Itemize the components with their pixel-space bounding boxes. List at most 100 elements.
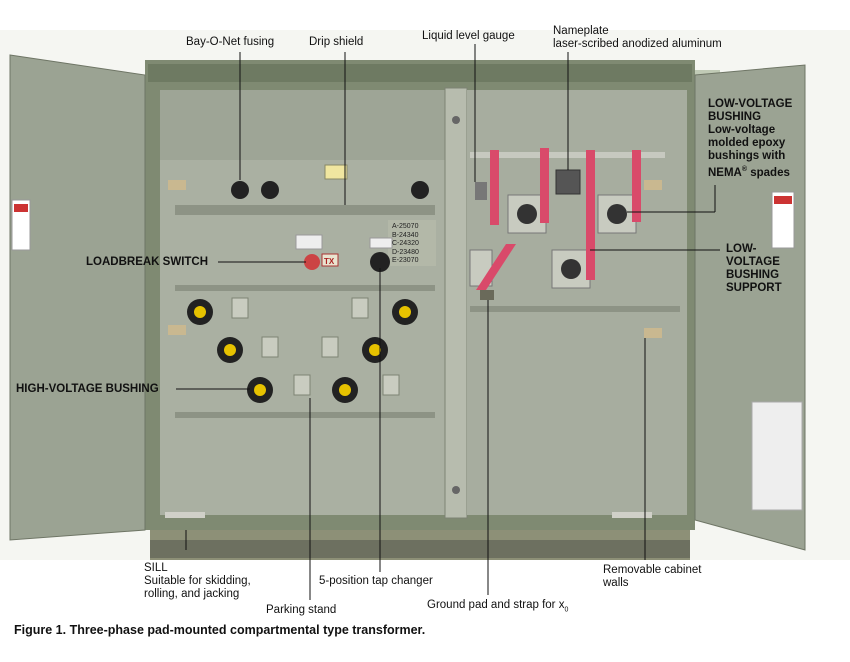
label-sill-3: rolling, and jacking (144, 588, 240, 600)
drip-shield-shelf (175, 205, 435, 215)
lv-bushing-group (469, 194, 637, 289)
label-loadbreak: LOADBREAK SWITCH (86, 256, 209, 268)
liquid-level-gauge (475, 182, 487, 200)
tap-plate (388, 220, 436, 266)
hinge (168, 180, 186, 190)
lv-bushing (607, 204, 627, 224)
hinge (168, 325, 186, 335)
lv-compartment (467, 90, 687, 515)
tx-tag (321, 253, 339, 267)
nema-text: NEMA (708, 166, 742, 179)
hv-bushing-core (339, 384, 351, 396)
hv-bushing-core (224, 344, 236, 356)
label-ground-pad: Ground pad and strap for x0 (427, 599, 568, 616)
label-lv-bushing-desc2: molded epoxy (708, 137, 786, 149)
center-divider (444, 87, 468, 519)
label-lv-bushing-desc3: bushings with (708, 150, 786, 162)
spades-text: spades (747, 166, 790, 179)
label-lv-support-2: VOLTAGE (726, 256, 780, 268)
warning-band (774, 196, 792, 204)
parking-stand (382, 374, 400, 396)
handle (612, 512, 652, 518)
leader-lines (176, 44, 720, 600)
label-nameplate-line1: Nameplate (553, 25, 609, 37)
shelf-1 (175, 285, 435, 291)
figure-caption: Figure 1. Three-phase pad-mounted compar… (14, 623, 426, 637)
warning-label-left (11, 199, 31, 251)
registered-mark: ® (741, 166, 748, 173)
lv-bushing (561, 259, 581, 279)
label-parking-stand: Parking stand (266, 604, 337, 616)
bay-o-net-fuse (261, 181, 279, 199)
bay-o-net-fuse (411, 181, 429, 199)
nameplate (555, 169, 581, 195)
hv-bushing-group (187, 299, 418, 403)
ground-pad (480, 290, 494, 300)
hv-bushing-core (369, 344, 381, 356)
tx-label: TX (324, 257, 335, 266)
warning-label-right (771, 191, 795, 249)
nema-spade (632, 150, 641, 222)
drip-shield-tag (324, 164, 348, 180)
nema-spade (490, 150, 499, 225)
tap-position: D-23480 (392, 248, 419, 256)
parking-stand (231, 297, 249, 319)
loadbreak-switch (304, 254, 320, 270)
tap-position: B-24340 (392, 231, 419, 239)
label-lv-support-1: LOW- (726, 243, 757, 255)
nema-spade-group (476, 148, 641, 290)
label-hv-bushing: HIGH-VOLTAGE BUSHING (16, 383, 159, 395)
bolt (452, 486, 460, 494)
lv-shelf (470, 306, 680, 312)
label-tap-changer: 5-position tap changer (319, 575, 433, 587)
tap-changer (370, 252, 390, 272)
parking-stand-group (231, 297, 400, 396)
label-drip-shield: Drip shield (309, 36, 364, 48)
label-removable-1: Removable cabinet (603, 564, 702, 576)
label-nameplate: Nameplate laser-scribed anodized aluminu… (553, 25, 722, 51)
hinge (644, 328, 662, 338)
documentation-pocket (751, 401, 803, 511)
loadbreak-tag (295, 234, 323, 250)
parking-stand (351, 297, 369, 319)
lv-bushing (517, 204, 537, 224)
tap-changer-tag (369, 237, 393, 249)
tap-position: E-23070 (392, 257, 419, 264)
bay-o-net-fuse (231, 181, 249, 199)
tap-position: A-25070 (392, 223, 419, 230)
label-sill: SILL Suitable for skidding, rolling, and… (144, 562, 251, 601)
label-bay-o-net: Bay-O-Net fusing (186, 36, 275, 48)
label-liquid-level: Liquid level gauge (422, 30, 515, 42)
label-lv-support: LOW- VOLTAGE BUSHING SUPPORT (726, 243, 782, 295)
warning-band (14, 204, 28, 212)
label-lv-bushing-desc4: NEMA® spades (708, 163, 792, 180)
tap-position: C-24320 (392, 240, 419, 247)
ground-pad-text: Ground pad and strap for x (427, 599, 565, 611)
parking-stand (293, 374, 311, 396)
sill-base (150, 540, 690, 558)
label-nameplate-line2: laser-scribed anodized aluminum (553, 38, 722, 50)
left-door (9, 54, 146, 541)
hinge (644, 180, 662, 190)
label-sill-1: SILL (144, 562, 168, 574)
hv-bushing-core (194, 306, 206, 318)
label-lv-bushing-desc1: Low-voltage (708, 124, 776, 136)
hv-bushing-core (254, 384, 266, 396)
label-sill-2: Suitable for skidding, (144, 575, 251, 587)
parking-stand (261, 336, 279, 358)
hv-top-panel (160, 90, 445, 160)
label-lv-support-4: SUPPORT (726, 282, 782, 294)
tap-position-list: A-25070 B-24340 C-24320 D-23480 E-23070 (392, 223, 419, 266)
label-lv-support-3: BUSHING (726, 269, 780, 281)
label-removable-2: walls (603, 577, 629, 589)
ground-strap (476, 244, 516, 290)
ground-pad-subscript: 0 (564, 606, 569, 614)
nema-spade (540, 148, 549, 223)
label-removable-walls: Removable cabinet walls (603, 564, 701, 590)
nema-spade (586, 150, 595, 280)
cabinet-top (148, 64, 692, 82)
hv-bushing-core (399, 306, 411, 318)
bolt (452, 116, 460, 124)
label-lv-bushing-title2: BUSHING (708, 111, 762, 123)
